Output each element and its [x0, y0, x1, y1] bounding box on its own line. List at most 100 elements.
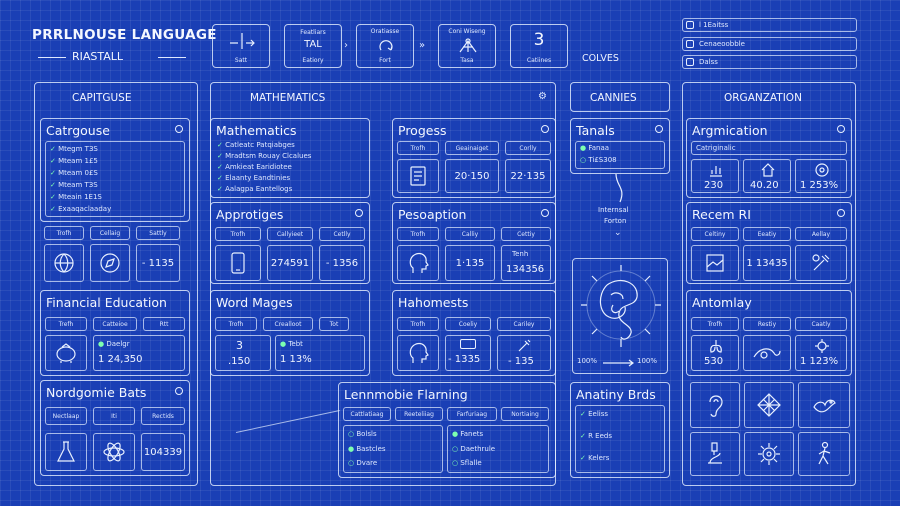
tool-button-features[interactable]: Featliars TAL Eatiory: [284, 24, 342, 68]
tile-flask[interactable]: [45, 433, 87, 471]
tile-gear[interactable]: [744, 432, 794, 476]
list-item[interactable]: Mradtsm Rouay Clcalues: [225, 152, 312, 160]
tile-stat[interactable]: 1 123%: [795, 335, 847, 371]
tab-chip[interactable]: Trofh: [44, 226, 84, 240]
tile-value[interactable]: 1·135: [445, 245, 495, 281]
tile-document[interactable]: [397, 159, 439, 193]
tab-chip[interactable]: Crealloot: [263, 317, 313, 331]
tile-walker[interactable]: [798, 432, 850, 476]
tile-stat[interactable]: - 1335: [445, 335, 491, 371]
tile-microscope[interactable]: [690, 432, 740, 476]
radio-icon[interactable]: [541, 209, 549, 217]
tab-chip[interactable]: Aellay: [795, 227, 847, 241]
list-item[interactable]: Mteam 1£5: [58, 157, 98, 165]
tab-chip[interactable]: Cattlatiaag: [343, 407, 391, 421]
tool-button-count[interactable]: 3 Catiines: [510, 24, 568, 68]
tab-chip[interactable]: Celtiny: [691, 227, 739, 241]
list-item[interactable]: Bastcles: [356, 445, 386, 453]
tile-stat[interactable]: Tenh 134356: [501, 245, 551, 281]
tab-chip[interactable]: Trofh: [397, 227, 439, 241]
radio-icon[interactable]: [655, 125, 663, 133]
tile-compass[interactable]: [90, 244, 130, 282]
list-item[interactable]: Exaaqaclaaday: [58, 205, 112, 213]
radio-icon[interactable]: [837, 125, 845, 133]
list-item[interactable]: Daethrule: [460, 445, 496, 453]
tile-tools[interactable]: [795, 245, 847, 281]
tab-chip[interactable]: Reeteliiag: [395, 407, 443, 421]
tab-chip[interactable]: Nectlaap: [45, 407, 87, 425]
radio-icon[interactable]: [175, 125, 183, 133]
list-item[interactable]: Mteain 1Е1S: [58, 193, 102, 201]
tab-chip[interactable]: Nortiaing: [501, 407, 549, 421]
tile-value[interactable]: - 1135: [136, 244, 180, 282]
tile-diamond[interactable]: [744, 382, 794, 428]
list-item[interactable]: Sflalle: [460, 459, 482, 467]
tab-chip[interactable]: Tot: [319, 317, 349, 331]
category-field[interactable]: Catriginalic: [691, 141, 847, 155]
tab-chip[interactable]: Trofh: [215, 227, 261, 241]
list-item[interactable]: Eeliss: [588, 410, 609, 418]
list-item[interactable]: Amkieat Earidiotee: [225, 163, 292, 171]
list-item[interactable]: Aalagpa Eantellogs: [225, 185, 293, 193]
radio-icon[interactable]: [541, 125, 549, 133]
tile-stat[interactable]: 40.20: [743, 159, 791, 193]
list-item[interactable]: Bolsls: [356, 430, 377, 438]
tab-chip[interactable]: Coeliy: [445, 317, 491, 331]
tab-chip[interactable]: Trofh: [691, 317, 739, 331]
tab-chip[interactable]: Callyieet: [267, 227, 313, 241]
list-item[interactable]: Catleatc Patqiabges: [225, 141, 295, 149]
tab-chip[interactable]: Rectids: [141, 407, 185, 425]
tool-button-connect[interactable]: Coni Wiseng Tasa: [438, 24, 496, 68]
tile-value[interactable]: - 1356: [319, 245, 365, 281]
list-item[interactable]: Fanets: [460, 430, 484, 438]
settings-icon[interactable]: ⚙: [538, 91, 547, 102]
radio-icon[interactable]: [175, 387, 183, 395]
tab-chip[interactable]: Cellaig: [90, 226, 130, 240]
list-item[interactable]: R Eeds: [588, 432, 613, 440]
list-item[interactable]: Dvare: [356, 459, 378, 467]
tab-chip[interactable]: Sattly: [136, 226, 180, 240]
tile-atom[interactable]: [93, 433, 135, 471]
tab-chip[interactable]: Trefh: [45, 317, 87, 331]
tab-chip[interactable]: Cettiy: [501, 227, 551, 241]
radio-icon[interactable]: [837, 209, 845, 217]
tile-stat[interactable]: 1 253%: [795, 159, 847, 193]
tile-value[interactable]: 22·135: [505, 159, 551, 193]
tile-value[interactable]: 3 .150: [215, 335, 271, 371]
tab-chip[interactable]: Farfuriaag: [447, 407, 497, 421]
header-option[interactable]: l 1Eaitss: [682, 18, 857, 32]
list-item[interactable]: Kelers: [588, 454, 610, 462]
tile-stat[interactable]: 230: [691, 159, 739, 193]
tile-value[interactable]: 1 13435: [743, 245, 791, 281]
tile-bird[interactable]: [798, 382, 850, 428]
tab-chip[interactable]: Calliy: [445, 227, 495, 241]
tile-ear[interactable]: [690, 382, 740, 428]
header-option[interactable]: Cenaeoobble: [682, 37, 857, 51]
list-item[interactable]: Mtegm ТЗS: [58, 145, 98, 153]
radio-icon[interactable]: [355, 209, 363, 217]
tab-chip[interactable]: Restiy: [743, 317, 791, 331]
tile-stat[interactable]: - 135: [497, 335, 551, 371]
header-option[interactable]: Dalss: [682, 55, 857, 69]
tile-head[interactable]: [397, 245, 439, 281]
tab-chip[interactable]: Trofh: [215, 317, 257, 331]
tile-organ[interactable]: [743, 335, 791, 371]
tab-chip[interactable]: Cetlly: [319, 227, 365, 241]
list-item[interactable]: Ti£S308: [588, 156, 617, 164]
tab-chip[interactable]: Catteioe: [93, 317, 137, 331]
list-item[interactable]: Elaanty Eandtinies: [225, 174, 291, 182]
list-item[interactable]: Fanaa: [588, 144, 610, 152]
tab-chip[interactable]: Corlly: [505, 141, 551, 155]
tile-value[interactable]: 274591: [267, 245, 313, 281]
tab-chip[interactable]: Caatly: [795, 317, 847, 331]
tab-chip[interactable]: Eeatiy: [743, 227, 791, 241]
list-item[interactable]: Mteam TЗS: [58, 181, 98, 189]
tile-piggybank[interactable]: [45, 335, 87, 371]
tile-stat[interactable]: 530: [691, 335, 739, 371]
tab-chip[interactable]: Trofh: [397, 141, 439, 155]
tile-frame[interactable]: [691, 245, 739, 281]
tile-phone[interactable]: [215, 245, 261, 281]
tile-balance[interactable]: ● Daelgr 1 24,350: [93, 335, 185, 371]
tool-button-sort[interactable]: Satt: [212, 24, 270, 68]
tab-chip[interactable]: Geainaiget: [445, 141, 499, 155]
